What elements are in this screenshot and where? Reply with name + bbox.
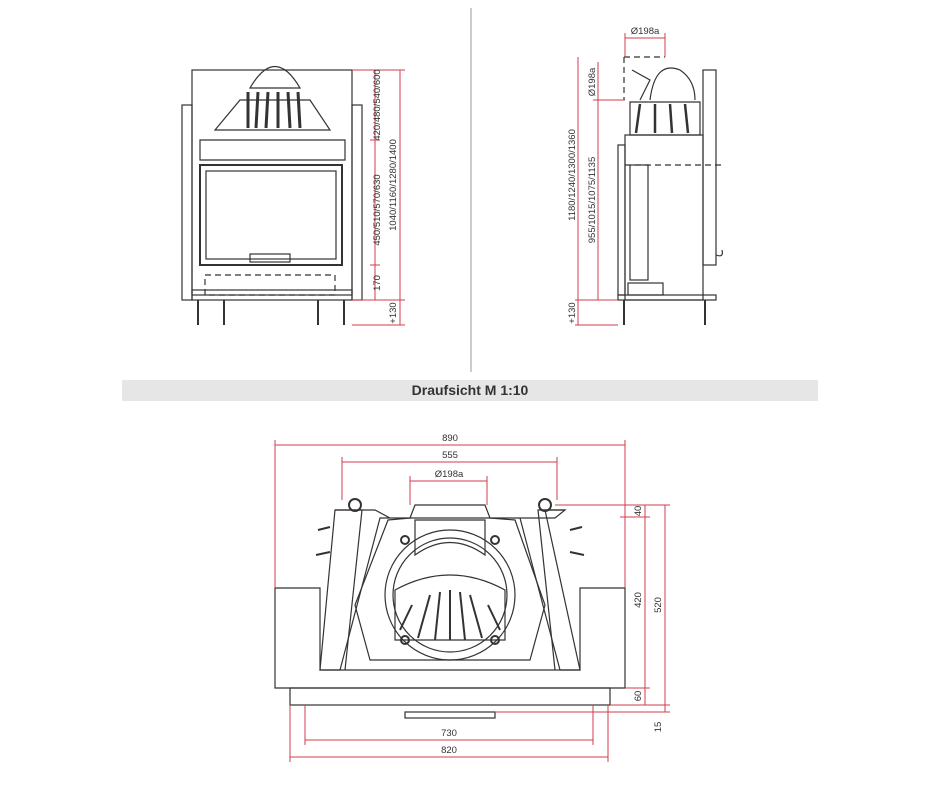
front-view: 420/480/540/600 450/510/570/630 170 1040… (181, 65, 405, 326)
dim-label: +130 (388, 302, 399, 323)
section-title: Draufsicht M 1:10 (122, 380, 818, 401)
dim-label: Ø198a (587, 67, 598, 96)
top-view: 890 555 Ø198a 40 420 520 60 15 730 820 (274, 433, 670, 762)
dim-label: 420/480/540/600 (372, 69, 383, 140)
dim-label: 420 (633, 592, 644, 608)
dim-label: 730 (441, 728, 457, 739)
dim-label: 1180/1240/1300/1360 (567, 129, 578, 221)
dim-label: 820 (441, 745, 457, 756)
dim-label: 60 (633, 691, 644, 702)
dim-label: Ø198a (631, 26, 660, 37)
dim-label: +130 (567, 302, 578, 323)
dim-label: 555 (442, 450, 458, 461)
dim-label: 890 (442, 433, 458, 444)
dim-label: 170 (372, 275, 383, 291)
dim-label: 15 (653, 722, 664, 733)
dim-label: 1040/1160/1280/1400 (388, 139, 399, 231)
dim-label: 520 (653, 597, 664, 613)
dim-label: 40 (633, 506, 644, 517)
dim-label: 450/510/570/630 (372, 174, 383, 245)
side-view: Ø198a Ø198a 1180/1240/1300/1360 955/1015… (567, 26, 725, 326)
dim-label: 955/1015/1075/1135 (587, 157, 598, 243)
dim-label: Ø198a (435, 469, 464, 480)
